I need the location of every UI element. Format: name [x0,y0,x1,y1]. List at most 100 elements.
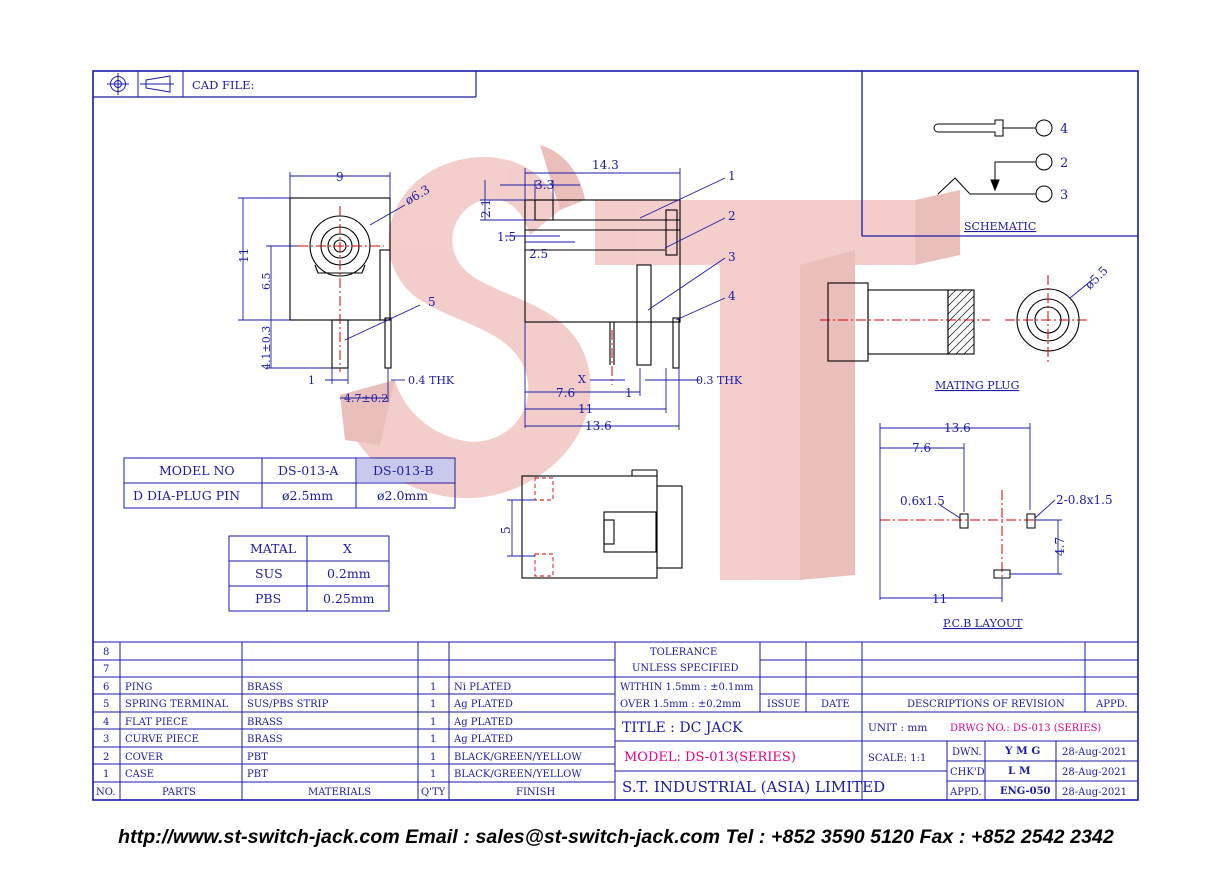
dim-pcb-11: 11 [932,592,947,606]
revision-issue: ISSUE [767,699,800,710]
pcb-layout-title: P.C.B LAYOUT [943,617,1023,630]
dim-side-11: 11 [578,402,593,416]
part-name-2: COVER [125,752,163,763]
dim-bottom-5: 5 [499,526,513,534]
side-view-dimensions [480,168,726,430]
schematic-pin-3: 3 [1060,188,1068,203]
part-name-1: CASE [125,769,154,780]
callout-side-1: 1 [728,169,736,183]
side-view [524,199,681,369]
model-row-0: D DIA-PLUG PIN [133,488,240,503]
dim-pcb-76: 7.6 [912,441,931,455]
callout-side-3: 3 [728,250,736,264]
part-no-2: 2 [103,752,109,763]
dim-side-15: 1.5 [497,230,516,244]
parts-header-materials: MATERIALS [308,787,371,798]
dim-pcb-47: 4.7 [1053,537,1067,556]
part-finish-4: Ag PLATED [453,717,513,728]
pcb-dimensions [879,423,1062,602]
part-qty-1: 1 [430,769,436,780]
part-mat-2: PBT [247,752,268,763]
model-row-1: ø2.5mm [282,488,333,503]
part-qty-5: 1 [430,699,436,710]
part-finish-2: BLACK/GREEN/YELLOW [454,752,582,763]
part-no-6: 6 [103,682,109,693]
revision-block [615,642,1138,800]
parts-table [93,641,1138,800]
title-dwn-date: 28-Aug-2021 [1062,747,1127,758]
dim-side-total: 14.3 [592,158,619,172]
part-finish-3: Ag PLATED [453,734,513,745]
title-dwn-name: Y M G [1004,745,1040,757]
revision-desc: DESCRIPTIONS OF REVISION [907,699,1065,710]
tolerance-line2: UNLESS SPECIFIED [632,663,739,674]
dim-front-pin-w: 1 [308,374,315,387]
dim-side-136: 13.6 [585,419,612,433]
dim-plug-diameter: ø5.5 [1082,264,1111,293]
schematic-diagram [933,119,1053,203]
callout-side-2: 2 [728,209,736,223]
part-no-7: 7 [103,664,109,675]
material-row-1-0: PBS [255,591,281,606]
title-drwg-no: DRWG NO.: DS-013 (SERIES) [950,723,1101,734]
callout-side-4: 4 [728,289,736,303]
dim-side-thk: 0.3 THK [696,374,743,387]
material-row-0-1: 0.2mm [327,566,371,581]
part-finish-1: BLACK/GREEN/YELLOW [454,769,582,780]
plug-dia-leader [1069,279,1093,299]
parts-header-no: NO. [96,787,116,798]
part-name-6: PING [125,682,152,693]
part-name-5: SPRING TERMINAL [125,699,229,710]
part-mat-3: BRASS [247,734,283,745]
dim-pcb-hole-a: 0.6x1.5 [900,494,945,508]
part-finish-5: Ag PLATED [453,699,513,710]
part-name-4: FLAT PIECE [125,717,188,728]
dim-front-pin-len: 4.1±0.3 [260,326,273,370]
revision-date: DATE [821,699,850,710]
title-chkd-date: 28-Aug-2021 [1062,767,1127,778]
contact-footer: http://www.st-switch-jack.com Email : sa… [118,826,1114,848]
part-mat-5: SUS/PBS STRIP [247,699,329,710]
title-dwn: DWN. [952,747,982,758]
parts-header-finish: FINISH [516,787,555,798]
title-appd: APPD. [949,787,982,798]
front-view-centerlines [298,206,384,372]
title-chkd-name: L M [1008,765,1031,777]
part-qty-3: 1 [430,734,436,745]
dim-side-21: 2.1 [479,199,493,218]
title-company: S.T. INDUSTRIAL (ASIA) LIMITED [622,778,885,796]
parts-header-parts: PARTS [162,787,196,798]
model-table-highlight [357,459,454,482]
schematic-pin-2: 2 [1060,156,1068,171]
revision-appd: APPD. [1095,699,1128,710]
title-chkd: CHK'D [950,767,985,778]
parts-rows: 8 7 6 PING BRASS 1 Ni PLATED 5 SPRING TE… [96,647,582,798]
pcb-centerlines [880,490,1060,590]
part-no-3: 3 [103,734,109,745]
callout-front-5: 5 [428,295,436,309]
tolerance-over: OVER 1.5mm : ±0.2mm [620,699,742,710]
part-no-1: 1 [103,769,109,780]
tolerance-within: WITHIN 1.5mm : ±0.1mm [620,682,754,693]
material-row-1-1: 0.25mm [323,591,375,606]
plug-centerlines [820,275,1090,365]
part-no-5: 5 [103,699,109,710]
title-scale: SCALE: 1:1 [868,753,926,764]
material-table [228,535,390,612]
part-qty-4: 1 [430,717,436,728]
schematic-title: SCHEMATIC [964,220,1036,233]
dim-front-pitch: 4.7±0.2 [344,392,388,405]
title-model: MODEL: DS-013(SERIES) [624,750,796,765]
title-block [615,740,1138,800]
part-finish-6: Ni PLATED [454,682,511,693]
dim-side-1: 1 [625,386,633,400]
dim-pcb-hole-b: 2-0.8x1.5 [1056,493,1113,507]
part-mat-1: PBT [247,769,268,780]
model-header-1: DS-013-A [278,463,339,478]
tolerance-line1: TOLERANCE [650,647,717,658]
pcb-holes [959,513,1036,579]
st-watermark [340,145,960,580]
material-header-0: MATAL [250,541,296,556]
title-appd-name: ENG-050 [1000,786,1051,797]
model-table [123,457,456,509]
